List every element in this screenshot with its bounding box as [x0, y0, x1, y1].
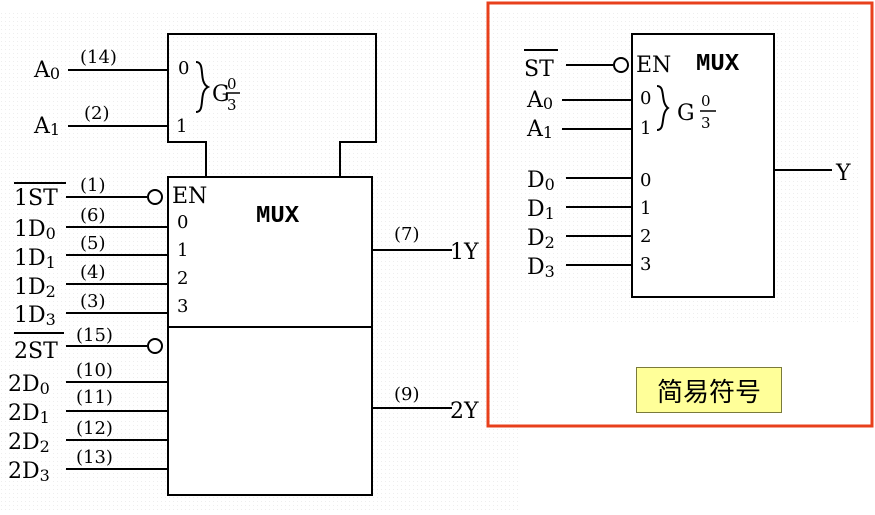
simple-g-denominator: 3	[701, 114, 711, 132]
pin-1st: (1)	[80, 175, 106, 196]
simple-data-1: 1	[640, 198, 651, 219]
mux2-box	[167, 326, 373, 496]
simple-select-1: 1	[640, 118, 651, 139]
2st-label: 2ST	[14, 339, 58, 364]
2st-invert-bubble	[147, 338, 163, 354]
g-numerator: 0	[227, 75, 237, 93]
pin-1d3: (3)	[80, 291, 106, 312]
mux-title: MUX	[256, 203, 300, 230]
simple-mux-symbol: ST A0 A1 D0 D1 D2 D3 Y EN MUX 0 1 G 0 3 …	[524, 33, 851, 298]
simple-symbol-frame	[486, 1, 874, 428]
data-3-label: 3	[177, 296, 188, 317]
pin-2d2: (12)	[76, 418, 113, 439]
simple-g-label: G	[677, 101, 695, 126]
en-label: EN	[172, 184, 207, 209]
pin-1y: (7)	[394, 224, 420, 245]
simple-data-0: 0	[640, 170, 651, 191]
pin-a1: (2)	[84, 103, 110, 124]
pin-2d1: (11)	[76, 387, 113, 408]
g-label: G	[212, 82, 230, 107]
simple-select-0: 0	[640, 88, 651, 109]
1y-label: 1Y	[450, 240, 479, 265]
mux1-box	[167, 176, 373, 328]
simple-en-label: EN	[636, 53, 671, 78]
simple-mux-box	[631, 33, 775, 298]
pin-2y: (9)	[394, 384, 420, 405]
simple-data-2: 2	[640, 226, 651, 247]
2y-label: 2Y	[450, 399, 479, 424]
control-block-outline	[167, 33, 377, 177]
select-brace	[195, 61, 211, 113]
select-1-label: 1	[176, 116, 187, 137]
simple-data-3: 3	[640, 254, 651, 275]
simple-st-bubble	[613, 57, 629, 73]
select-0-label: 0	[178, 58, 189, 79]
pin-1d1: (5)	[80, 233, 106, 254]
data-0-label: 0	[177, 212, 188, 233]
data-1-label: 1	[177, 240, 188, 261]
pin-2d3: (13)	[76, 447, 113, 468]
data-2-label: 2	[177, 268, 188, 289]
1st-invert-bubble	[147, 189, 163, 205]
simple-st-label: ST	[524, 57, 554, 82]
simple-mux-title: MUX	[696, 51, 740, 78]
simple-y-label: Y	[835, 161, 851, 186]
simple-g-numerator: 0	[701, 92, 711, 110]
pin-a0: (14)	[80, 47, 117, 68]
1st-label: 1ST	[14, 186, 58, 211]
pin-1d2: (4)	[80, 262, 106, 283]
pin-2d0: (10)	[76, 360, 113, 381]
simple-select-brace	[656, 85, 670, 131]
pin-2st: (15)	[76, 325, 113, 346]
pin-1d0: (6)	[80, 205, 106, 226]
simple-symbol-caption: 简易符号	[636, 367, 782, 413]
simple-d0-label: D0	[527, 168, 555, 194]
g-denominator: 3	[227, 96, 237, 114]
